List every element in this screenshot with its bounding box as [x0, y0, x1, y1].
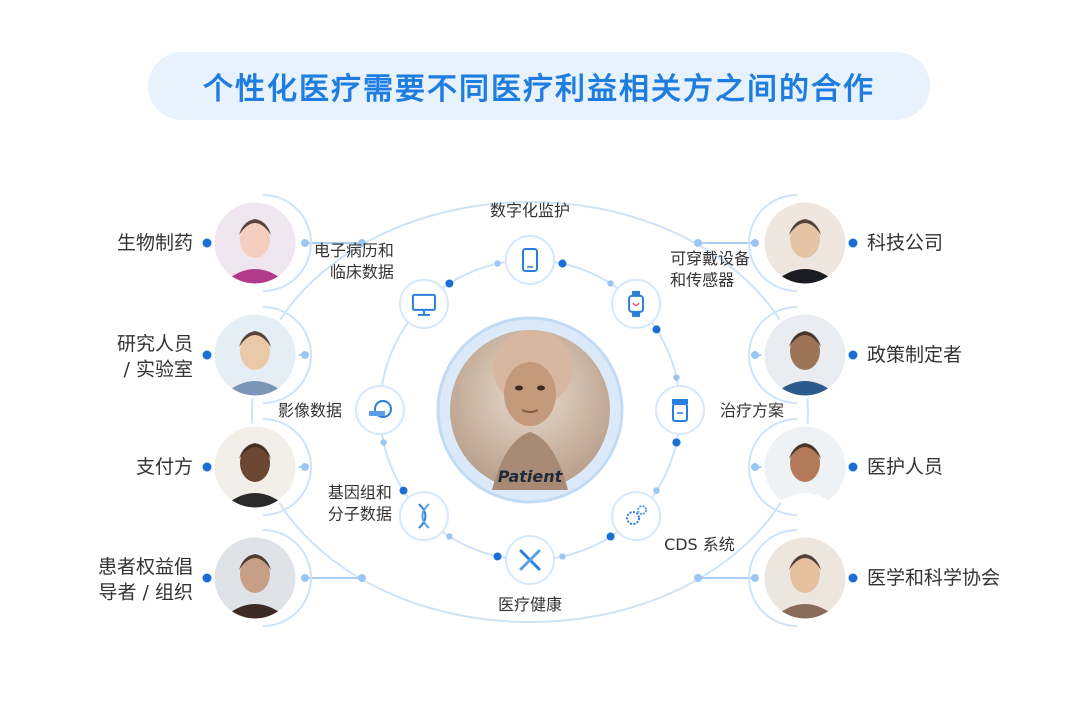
stakeholder-label: 科技公司 [867, 232, 943, 254]
stakeholder-label: 患者权益倡导者 / 组织 [98, 556, 193, 604]
policymaker-photo [763, 313, 847, 397]
smartphone-icon [522, 248, 538, 272]
photo-arc [262, 306, 312, 404]
stakeholder-policymaker: 政策制定者 [748, 306, 962, 404]
stakeholder-label: 医护人员 [867, 456, 943, 478]
inner-node-smartwatch [611, 278, 662, 329]
stakeholder-doctor: 医护人员 [748, 418, 943, 516]
label-dot [848, 238, 858, 248]
monitor-icon [411, 293, 436, 316]
ring-dot [380, 439, 387, 446]
inner-node-medicine-bottle [655, 385, 705, 435]
inner-ring-dots [380, 259, 681, 561]
label-dot [202, 462, 212, 472]
inner-node-tools [505, 535, 555, 585]
label-dot [202, 350, 212, 360]
connector-dot [358, 239, 366, 247]
inner-node-label: CDS 系统 [664, 535, 735, 554]
label-dot [202, 573, 212, 583]
connector-dot [301, 574, 309, 582]
stakeholder-association: 医学和科学协会 [748, 529, 1000, 627]
ring-dot [672, 438, 681, 447]
stakeholder-label: 研究人员/ 实验室 [117, 333, 193, 381]
stakeholder-scientist: 生物制药 [117, 194, 312, 292]
label-dot [848, 573, 858, 583]
association-photo [763, 536, 847, 620]
ring-dot [606, 532, 615, 541]
stakeholder-payer: 支付方 [136, 418, 312, 516]
title-banner: 个性化医疗需要不同医疗利益相关方之间的合作 [148, 52, 930, 120]
photo-arc [262, 529, 312, 627]
stakeholder-researcher: 研究人员/ 实验室 [117, 306, 312, 404]
ring-dot [653, 487, 660, 494]
scanner-icon [369, 400, 392, 418]
label-dot [848, 462, 858, 472]
inner-node-icons [355, 235, 705, 585]
label-dot [848, 350, 858, 360]
inner-node-monitor [398, 278, 449, 329]
connector-dot [751, 463, 759, 471]
smartwatch-icon [628, 290, 645, 317]
ring-dot [494, 260, 501, 267]
connector-dot [694, 574, 702, 582]
inner-node-label: 医疗健康 [498, 595, 562, 614]
stakeholder-label: 支付方 [136, 456, 193, 478]
ring-dot [607, 280, 614, 287]
scientist-photo [213, 201, 297, 285]
inner-node-gears [611, 491, 662, 542]
ring-dot [673, 374, 680, 381]
connector-dot [301, 239, 309, 247]
photo-arc [748, 194, 798, 292]
inner-node-label: 治疗方案 [720, 401, 784, 420]
photo-arc [262, 418, 312, 516]
medicine-bottle-icon [672, 399, 688, 422]
ring-dot [493, 552, 502, 561]
connector-dot [301, 351, 309, 359]
stakeholder-advocate: 患者权益倡导者 / 组织 [98, 529, 312, 627]
ring-dot [558, 259, 567, 268]
photo-arc [748, 418, 798, 516]
photo-arc [262, 194, 312, 292]
connector-dot [301, 463, 309, 471]
photo-arc [748, 529, 798, 627]
inner-node-label: 可穿戴设备和传感器 [670, 249, 750, 290]
dna-icon [418, 503, 430, 529]
ring-dot [445, 279, 454, 288]
ring-dot [399, 486, 408, 495]
stakeholder-label: 医学和科学协会 [867, 567, 1000, 589]
inner-node-smartphone [505, 235, 555, 285]
inner-node-scanner [355, 385, 405, 435]
tools-icon [519, 549, 541, 571]
inner-node-label: 电子病历和临床数据 [314, 241, 394, 282]
connector-dot [751, 574, 759, 582]
connector-dot [751, 239, 759, 247]
connector-dot [694, 239, 702, 247]
patient-photo [492, 330, 573, 490]
ring-dot [559, 553, 566, 560]
photo-arc [748, 306, 798, 404]
ring-dot [446, 533, 453, 540]
stakeholder-label: 生物制药 [117, 232, 193, 254]
inner-node-dna [398, 491, 449, 542]
inner-node-label: 影像数据 [278, 401, 342, 420]
outer-ring [251, 201, 809, 623]
doctor-photo [763, 425, 847, 509]
page-title: 个性化医疗需要不同医疗利益相关方之间的合作 [203, 72, 875, 107]
label-dot [202, 238, 212, 248]
connector-dot [358, 574, 366, 582]
gears-icon [626, 505, 648, 526]
patient-label: Patient [498, 467, 564, 486]
inner-node-label: 基因组和分子数据 [328, 483, 392, 524]
ring-dot [652, 325, 661, 334]
stakeholder-label: 政策制定者 [867, 344, 962, 366]
patient-node: Patient [436, 316, 624, 504]
stakeholder-tech: 科技公司 [748, 194, 943, 292]
inner-node-label: 数字化监护 [490, 201, 570, 220]
connector-dot [751, 351, 759, 359]
